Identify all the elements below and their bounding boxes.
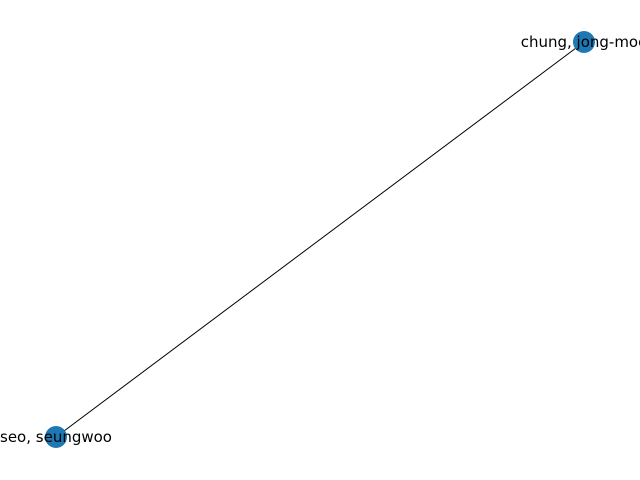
- label-layer: seo, seungwoo chung, jong-moo: [0, 33, 640, 446]
- node-label-chung: chung, jong-moo: [521, 33, 640, 51]
- node-chung: [573, 31, 595, 53]
- node-layer: [45, 31, 595, 448]
- edge-layer: [55, 41, 585, 438]
- edge-seo-chung: [55, 41, 585, 438]
- node-seo: [45, 426, 67, 448]
- node-label-seo: seo, seungwoo: [0, 428, 112, 446]
